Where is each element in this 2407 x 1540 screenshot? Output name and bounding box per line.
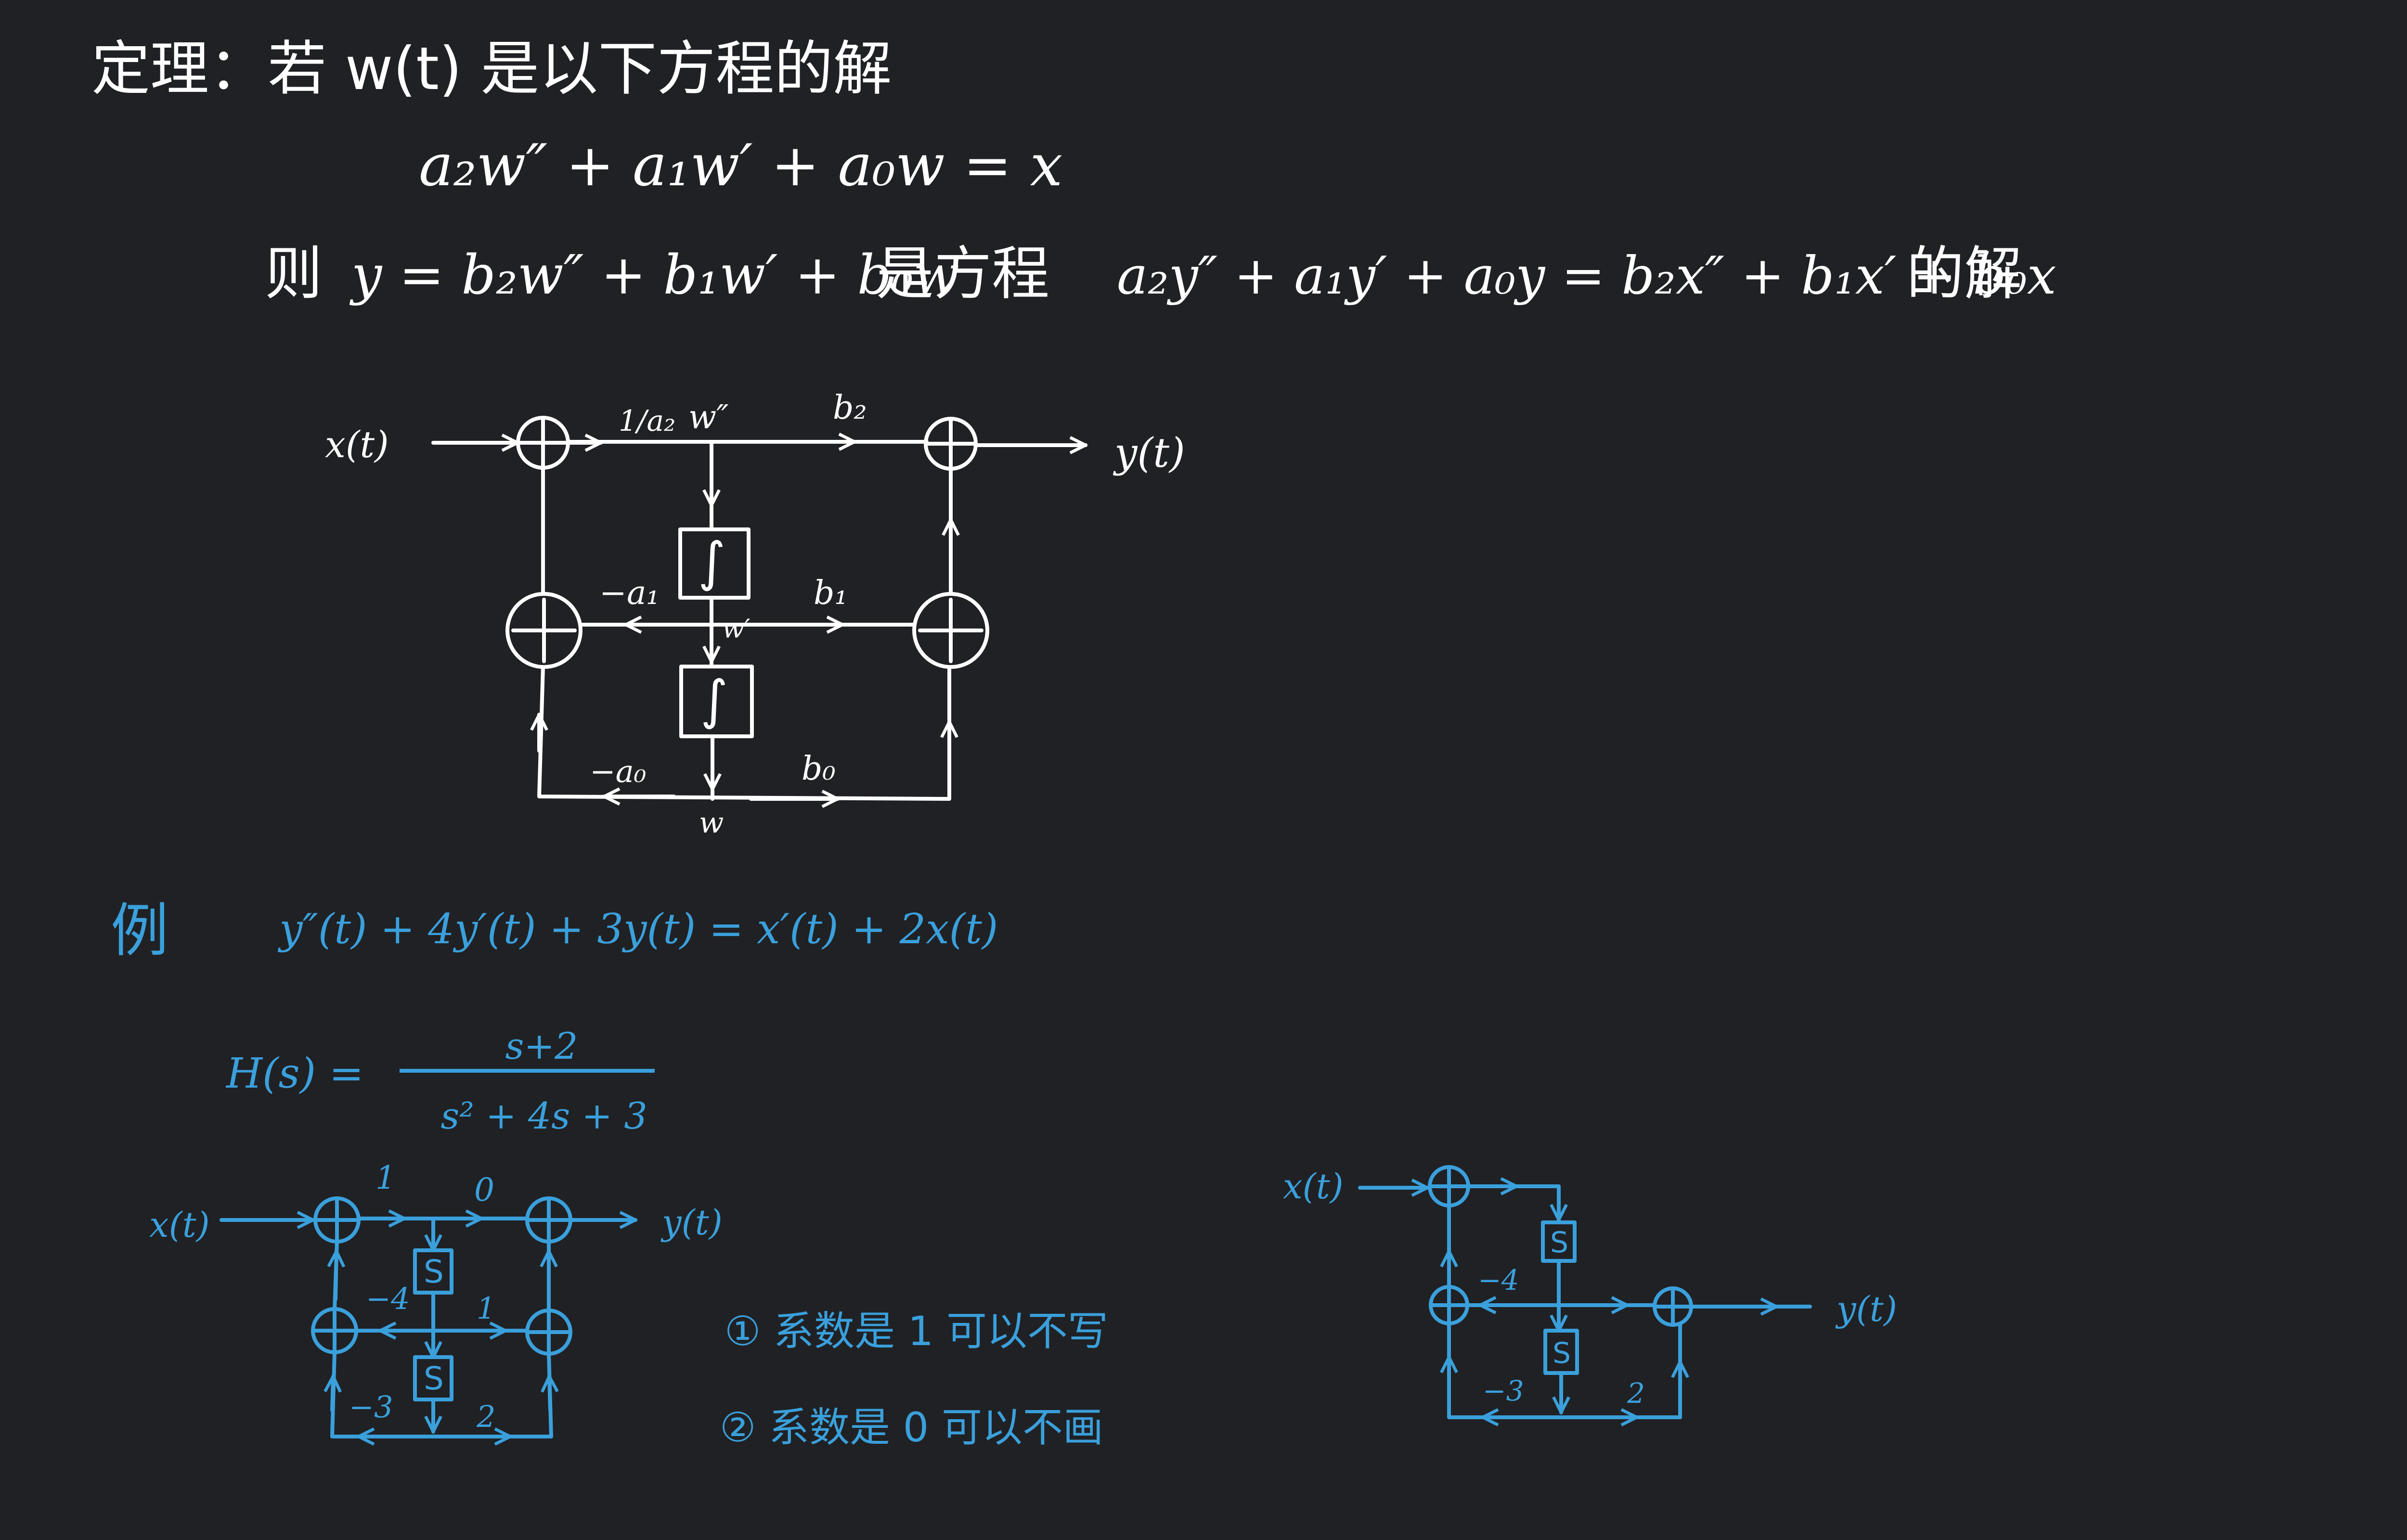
theorem-eq2b: a₂y″ + a₁y′ + a₀y = b₂x″ + b₁x′ + b₀x	[1117, 246, 2057, 306]
d3-input-label: x(t)	[1283, 1166, 1344, 1206]
d2-neg4: −4	[366, 1281, 410, 1316]
transfer-denominator: s² + 4s + 3	[440, 1094, 647, 1137]
block-diagram-example	[220, 1196, 637, 1437]
diagram2-labels: x(t) y(t) 1 0 S S −4 1 −3 2	[149, 1159, 723, 1434]
d1-w: w	[699, 806, 724, 840]
d2-input-label: x(t)	[149, 1205, 210, 1245]
d1-b0: b₀	[802, 750, 836, 788]
d2-output-label: y(t)	[660, 1202, 723, 1243]
diagram1-labels: x(t) y(t) 1/a₂ w″ b₂ ∫ ∫ −a₁ w′ b₁ −a₀ b…	[325, 389, 1185, 840]
block-diagram-general	[431, 416, 1087, 799]
d2-one: 1	[477, 1291, 495, 1326]
d1-input-label: x(t)	[325, 423, 389, 466]
d2-two: 2	[476, 1399, 495, 1434]
note-1: ① 系数是 1 可以不写	[725, 1308, 1108, 1355]
d1-integrator-2-label: ∫	[700, 669, 728, 731]
block-diagram-simplified	[1358, 1165, 1812, 1417]
d2-int-2-label: S	[424, 1360, 444, 1397]
d3-neg3: −3	[1483, 1374, 1524, 1407]
integrator-1	[678, 527, 751, 600]
d3-two: 2	[1627, 1377, 1645, 1410]
d1-output-label: y(t)	[1113, 429, 1185, 476]
transfer-numerator: s+2	[505, 1025, 578, 1067]
integrator-2	[679, 665, 754, 738]
diagram3-labels: x(t) y(t) S S −4 −3 2	[1283, 1166, 1897, 1410]
note-2: ② 系数是 0 可以不画	[720, 1404, 1103, 1451]
notes: ① 系数是 1 可以不写 ② 系数是 0 可以不画	[720, 1308, 1108, 1451]
d3-int-1-label: S	[1550, 1226, 1568, 1259]
example-label: 例	[111, 898, 168, 964]
d2-int-1-label: S	[424, 1253, 444, 1290]
theorem: 定理：若 w(t) 是以下方程的解 a₂w″ + a₁w′ + a₀w = x …	[91, 35, 2057, 308]
d1-neg-a1: −a₁	[599, 574, 660, 612]
example-equation: y″(t) + 4y′(t) + 3y(t) = x′(t) + 2x(t)	[277, 905, 998, 953]
theorem-then: 则	[265, 241, 323, 308]
d3-int-2-label: S	[1553, 1336, 1571, 1370]
theorem-title: 定理：若 w(t) 是以下方程的解	[91, 35, 892, 103]
d1-neg-a0: −a₀	[590, 754, 646, 790]
d3-output-label: y(t)	[1835, 1289, 1897, 1329]
d1-integrator-1-label: ∫	[698, 531, 725, 592]
d1-w2: w″	[688, 398, 729, 436]
d1-w1: w′	[722, 614, 750, 644]
d2-gain-1: 1	[375, 1159, 396, 1196]
d2-gain-0: 0	[474, 1171, 494, 1208]
theorem-solution: 的解	[1906, 241, 2022, 308]
example: 例 y″(t) + 4y′(t) + 3y(t) = x′(t) + 2x(t)…	[111, 898, 998, 1137]
theorem-eq2a: y = b₂w″ + b₁w′ + b₀w	[349, 244, 959, 307]
theorem-eq1: a₂w″ + a₁w′ + a₀w = x	[419, 132, 1062, 199]
d1-b1: b₁	[814, 574, 848, 612]
d1-b2: b₂	[833, 389, 867, 427]
d1-gain-in: 1/a₂	[619, 404, 675, 438]
d3-neg4: −4	[1478, 1264, 1519, 1296]
theorem-is-eq: 是方程	[876, 241, 1049, 308]
transfer-lhs: H(s) =	[225, 1050, 364, 1098]
d2-neg3: −3	[349, 1389, 393, 1424]
